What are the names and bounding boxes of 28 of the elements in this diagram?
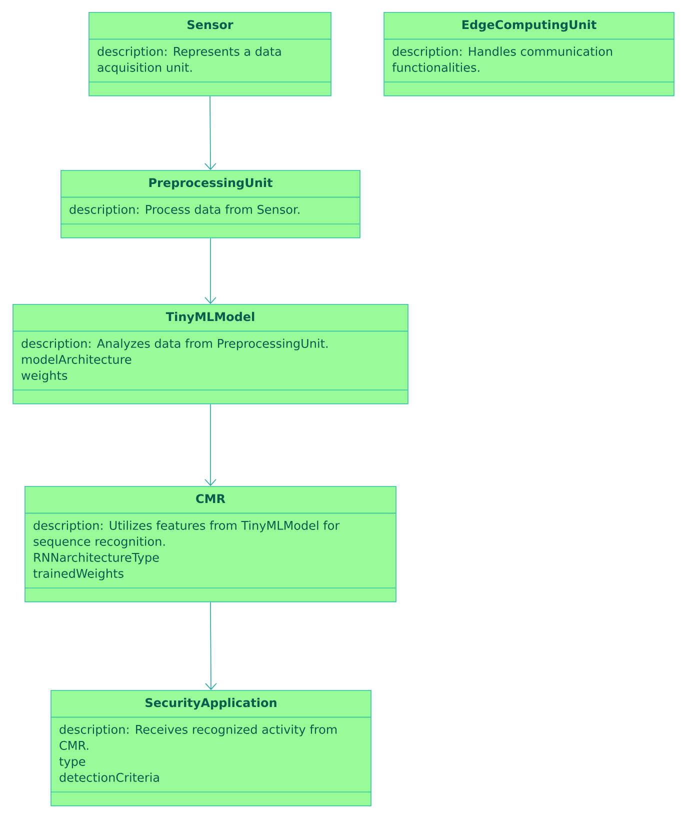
node-label: CMR: [196, 494, 226, 504]
arrow: [205, 602, 217, 690]
node-label: RNNarchitectureType: [34, 552, 159, 564]
class-box: PreprocessingUnit description: Process data from Sensor.: [60, 170, 360, 238]
arrow: [204, 404, 216, 486]
class-box: TinyMLModel description: Analyzes data from PreprocessingUnit. modelArchitecture weights: [12, 304, 408, 404]
node-label: trainedWeights: [33, 568, 124, 580]
node-label: description: Handles communication functionalities.: [392, 46, 612, 72]
node-label: modelArchitecture: [22, 354, 132, 364]
node-label: EdgeComputingUnit: [462, 20, 596, 32]
node-label: description: Process data from Sensor.: [70, 204, 300, 216]
class-box: EdgeComputingUnit description: Handles communication functionalities.: [384, 12, 674, 96]
class-box: SecurityApplication description: Receives recognized activity from CMR. type detectionCriteria: [50, 690, 372, 806]
node-label: Sensor: [188, 20, 234, 30]
arrow: [204, 96, 216, 170]
node-label: description: Receives recognized activity from CMR.: [60, 724, 337, 750]
node-label: weights: [22, 370, 68, 382]
class-box: Sensor description: Represents a data acquisition unit.: [88, 12, 332, 96]
class-box: CMR description: Utilizes features from TinyMLModel for sequence recognition. RNNarchitectureType trainedWeights: [24, 486, 396, 602]
node-label: type: [59, 757, 86, 768]
node-label: TinyMLModel: [166, 312, 254, 324]
arrow: [204, 238, 216, 304]
node-label: SecurityApplication: [146, 698, 276, 710]
node-label: description: Analyzes data from PreprocessingUnit.: [22, 338, 328, 350]
node-label: PreprocessingUnit: [149, 178, 272, 190]
node-label: detectionCriteria: [60, 772, 159, 782]
node-label: description: Utilizes features from TinyMLModel for sequence recognition.: [34, 520, 340, 548]
node-label: description: Represents a data acquisition unit.: [98, 46, 281, 74]
